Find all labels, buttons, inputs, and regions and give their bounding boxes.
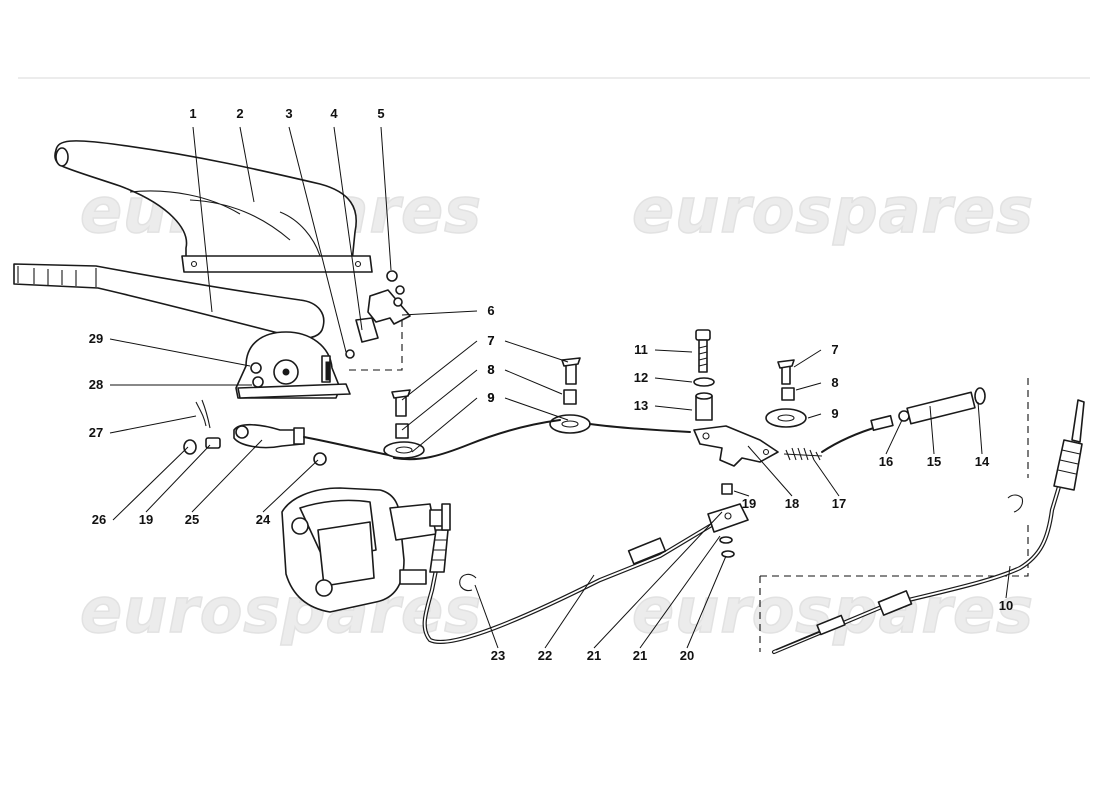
callout-label: 14 <box>975 454 990 469</box>
callout-label: 22 <box>538 648 552 663</box>
callout-leader <box>239 126 255 203</box>
callout-label: 15 <box>927 454 941 469</box>
callout-label: 28 <box>89 377 103 392</box>
callout-label: 18 <box>785 496 799 511</box>
callout-leader <box>807 413 822 419</box>
rear-cable-left <box>422 483 749 645</box>
callout-leader <box>411 397 478 453</box>
callout-leader <box>380 126 392 271</box>
callout-label: 21 <box>587 648 601 663</box>
callout-label: 23 <box>491 648 505 663</box>
callout-leader <box>109 338 251 367</box>
callout-leader <box>885 419 903 455</box>
callout-leader <box>474 584 499 649</box>
watermark-text: eurospares <box>80 574 482 647</box>
callout-leader <box>654 349 693 353</box>
callout-leader <box>192 126 213 313</box>
callout-leader <box>191 439 263 513</box>
callout-leader <box>929 405 935 455</box>
callout-label: 26 <box>92 512 106 527</box>
callout-label: 11 <box>634 342 648 357</box>
callout-leader <box>747 445 793 497</box>
callout-label: 20 <box>680 648 694 663</box>
callout-label: 12 <box>634 370 648 385</box>
handbrake-lever <box>13 263 325 339</box>
pulley-left <box>383 389 425 459</box>
callout-label: 7 <box>487 333 494 348</box>
callout-label: 13 <box>634 398 648 413</box>
callout-label: 9 <box>831 406 838 421</box>
callout-leader <box>544 574 595 649</box>
ratchet-housing <box>235 331 351 399</box>
rear-cable-right <box>771 399 1085 655</box>
callout-leader <box>654 405 693 411</box>
callout-leader <box>504 369 563 395</box>
callout-label: 19 <box>139 512 153 527</box>
callout-label: 17 <box>832 496 846 511</box>
balance-cable <box>393 419 691 461</box>
callout-label: 24 <box>256 512 271 527</box>
callout-leader <box>504 340 569 363</box>
callout-label: 7 <box>831 342 838 357</box>
callout-leader <box>795 382 822 391</box>
callout-label: 8 <box>487 362 494 377</box>
cable-adjuster <box>821 387 986 453</box>
assembly-box-right <box>759 378 1029 652</box>
callout-label: 9 <box>487 390 494 405</box>
callout-leader <box>733 490 750 497</box>
callout-leader <box>813 459 840 497</box>
callout-leader <box>401 340 478 401</box>
lever-clevis <box>183 399 327 466</box>
callout-leader <box>288 126 347 353</box>
callout-leader <box>686 555 727 649</box>
callout-leader <box>504 397 569 421</box>
callout-label: 3 <box>285 106 292 121</box>
callout-leader <box>401 369 478 431</box>
callout-label: 8 <box>487 362 494 377</box>
return-spring <box>783 447 823 461</box>
callout-label: 21 <box>633 648 647 663</box>
callout-label: 1 <box>189 106 196 121</box>
pulley-center <box>549 357 591 434</box>
callout-label: 25 <box>185 512 199 527</box>
callout-leader <box>639 535 721 649</box>
callout-label: 6 <box>487 303 494 318</box>
pulley-right <box>765 359 807 428</box>
callout-leader <box>793 349 822 368</box>
callout-label: 9 <box>487 390 494 405</box>
callout-leader <box>262 459 319 513</box>
callout-leader <box>109 415 197 434</box>
callout-label: 2 <box>236 106 243 121</box>
callout-leader <box>112 446 189 521</box>
callout-label: 8 <box>831 375 838 390</box>
callout-leader <box>333 126 363 331</box>
callout-leader <box>977 401 983 455</box>
callout-label: 5 <box>377 106 384 121</box>
watermark-text: eurospares <box>632 174 1034 247</box>
callout-leader <box>654 377 693 383</box>
callout-label: 19 <box>742 496 756 511</box>
callout-leader <box>1005 565 1011 599</box>
equalizer-assembly <box>693 329 779 467</box>
callout-label: 7 <box>487 333 494 348</box>
callout-label: 16 <box>879 454 893 469</box>
callout-label: 27 <box>89 425 103 440</box>
callout-label: 10 <box>999 598 1013 613</box>
callout-leader <box>593 511 723 649</box>
callout-label: 29 <box>89 331 103 346</box>
callout-leader <box>145 444 211 513</box>
callout-leader <box>401 310 478 316</box>
assembly-line-6 <box>346 320 403 371</box>
callout-label: 4 <box>330 106 338 121</box>
